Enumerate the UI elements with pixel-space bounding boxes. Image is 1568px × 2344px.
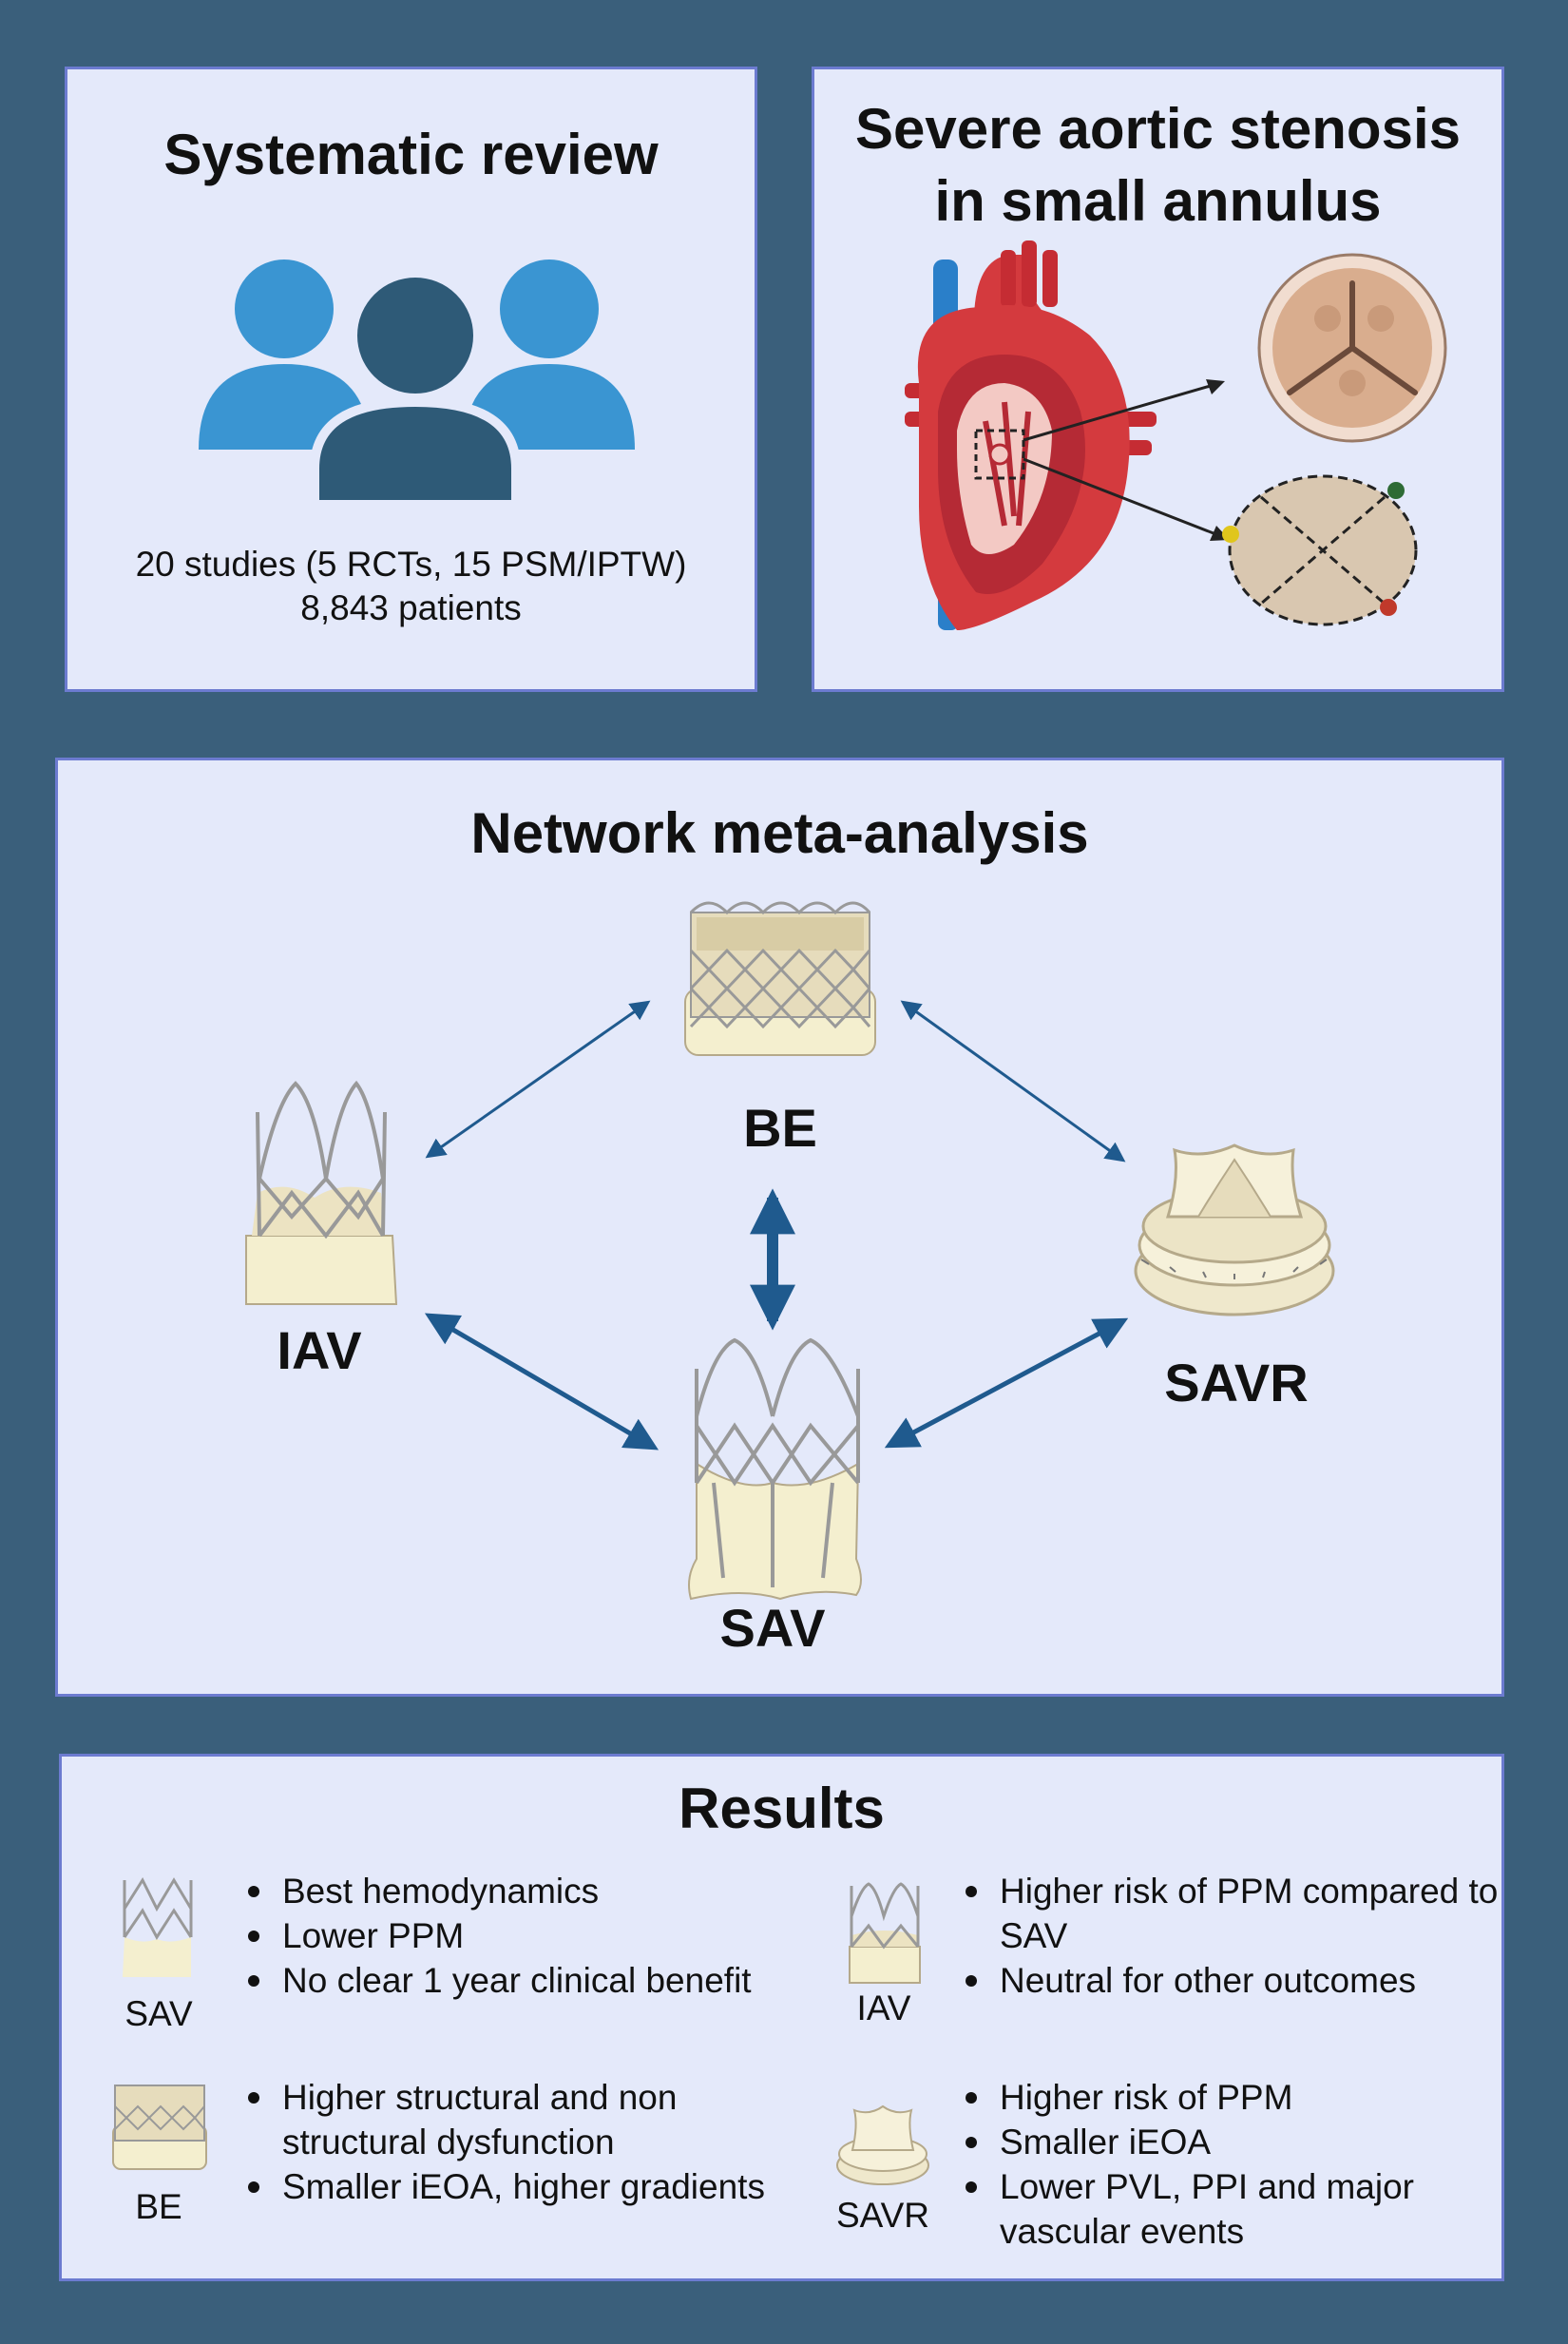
arrow-iav-be [425,1000,651,1159]
list-item: Lower PPM [248,1913,852,1958]
stenosis-title-line2: in small annulus [934,169,1382,233]
stenosis-title-line1: Severe aortic stenosis [854,97,1461,161]
be-valve-icon [684,901,876,1056]
savr-valve-icon [1134,1143,1335,1316]
list-item: No clear 1 year clinical benefit [248,1958,852,2003]
list-item: Best hemodynamics [248,1869,852,1913]
people-group-icon [199,259,635,509]
annulus-icon [1222,474,1418,626]
list-item: Higher risk of PPM [966,2075,1513,2120]
network-title: Network meta-analysis [470,801,1089,865]
list-item: Higher structural and non structural dys… [248,2075,814,2164]
results-label-iav: IAV [856,1989,911,2027]
label-iav: IAV [277,1320,362,1380]
arrow-iav-sav [424,1313,660,1451]
results-label-sav: SAV [124,1994,193,2033]
list-item: Higher risk of PPM compared to SAV [966,1869,1532,1958]
arrow-be-savr [900,1000,1126,1162]
systematic-review-title: Systematic review [163,123,659,186]
iav-valve-icon [245,1080,398,1305]
savr-mini-valve-icon [836,2104,929,2185]
results-list-savr: Higher risk of PPM Smaller iEOA Lower PV… [950,2075,1513,2254]
label-savr: SAVR [1164,1353,1309,1412]
results-list-iav: Higher risk of PPM compared to SAV Neutr… [950,1869,1532,2003]
patients-count-text: 8,843 patients [300,588,522,627]
results-title: Results [679,1777,885,1840]
heart-icon [905,240,1157,630]
sav-mini-valve-icon [123,1876,193,1977]
iav-mini-valve-icon [849,1882,921,1984]
results-label-savr: SAVR [835,2196,929,2235]
list-item: Smaller iEOA [966,2120,1513,2164]
label-be: BE [743,1098,817,1158]
results-list-sav: Best hemodynamics Lower PPM No clear 1 y… [233,1869,852,2003]
results-label-be: BE [135,2187,182,2226]
list-item: Lower PVL, PPI and major vascular events [966,2164,1513,2254]
list-item: Smaller iEOA, higher gradients [248,2164,814,2209]
be-mini-valve-icon [112,2085,207,2170]
results-panel: Results SAV Be [59,1754,1504,2281]
list-item: Neutral for other outcomes [966,1958,1532,2003]
arrow-sav-savr [884,1317,1129,1449]
valve-cusps-icon [1257,253,1447,443]
results-list-be: Higher structural and non structural dys… [233,2075,814,2209]
sav-valve-icon [688,1337,862,1601]
network-meta-analysis-panel: Network meta-analysis [55,758,1504,1697]
aortic-stenosis-panel: Severe aortic stenosis in small annulus [812,67,1504,692]
studies-count-text: 20 studies (5 RCTs, 15 PSM/IPTW) [135,545,687,584]
label-sav: SAV [719,1598,826,1658]
systematic-review-panel: Systematic review 20 studies (5 RCTs, 15… [65,67,757,692]
